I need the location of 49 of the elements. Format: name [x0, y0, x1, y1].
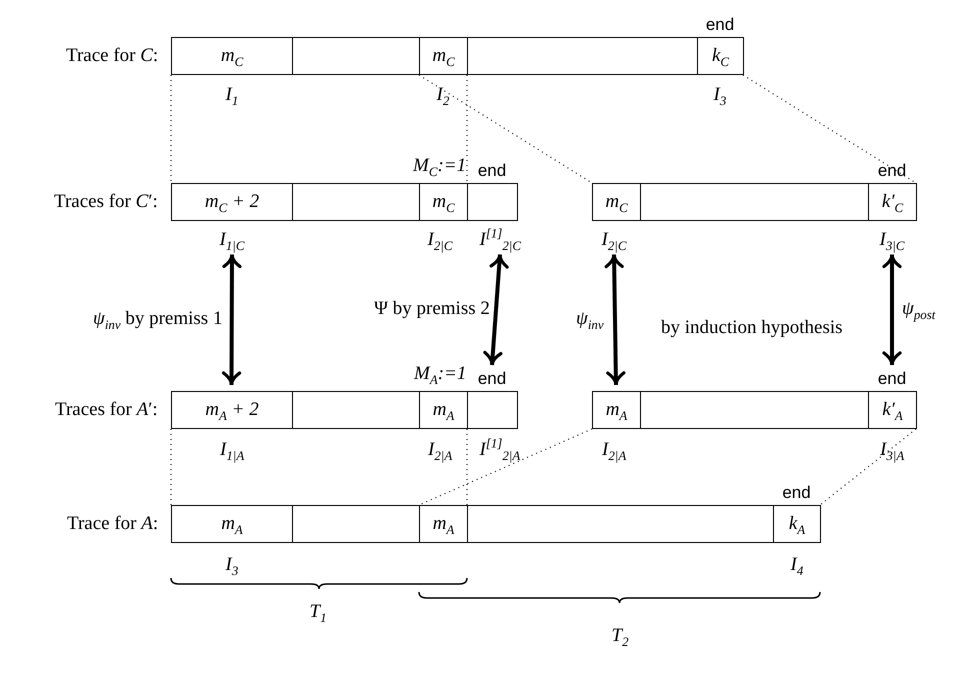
- trace-segment: m$_{C}$: [419, 37, 468, 75]
- math-label: I$_{3}$: [714, 84, 726, 106]
- end-marker-label: end: [478, 161, 506, 181]
- math-label: M$_{A}$:=1: [414, 364, 466, 384]
- trace-segment: m$_{A}$: [592, 391, 641, 429]
- dotted-connector: [418, 74, 592, 184]
- edge-label: Ψ by premiss 2: [372, 298, 492, 322]
- end-marker-label: end: [878, 369, 906, 389]
- annotation-text: by induction hypothesis: [661, 318, 843, 338]
- end-marker-label: end: [478, 369, 506, 389]
- trace-segment: k′$_{C}$: [868, 183, 917, 221]
- end-marker-label: end: [706, 15, 734, 35]
- row-title: Trace for A:: [67, 514, 158, 534]
- dotted-connector: [820, 428, 916, 506]
- edge-label: ψ$_{inv}$ by premiss 1: [91, 308, 224, 332]
- math-label: T$_{2}$: [612, 626, 629, 646]
- end-marker-label: end: [782, 483, 811, 503]
- dotted-connector: [170, 429, 172, 505]
- row-title: Traces for C′:: [54, 192, 158, 212]
- trace-segment: m$_{A}$: [419, 505, 468, 543]
- math-label: I$_{1|A}$: [220, 440, 244, 460]
- trace-segment: k′$_{A}$: [868, 391, 917, 429]
- row-title: Traces for A′:: [55, 400, 158, 420]
- math-label: I$_{2|C}$: [428, 230, 452, 250]
- trace-segment: m$_{A}$: [419, 391, 468, 429]
- trace-segment: m$_{C}$: [592, 183, 641, 221]
- trace-segment: m$_{C}$: [171, 37, 293, 75]
- row-title: Trace for C:: [66, 46, 158, 66]
- math-label: I$_{3|A}$: [880, 440, 904, 460]
- math-label: I$_{2|A}$: [428, 440, 452, 460]
- math-label: I$_{3}$: [226, 554, 238, 576]
- interval-label: I$_{2|C}$: [602, 230, 626, 250]
- trace-segment: m$_{A}$: [171, 505, 293, 543]
- trace-segment: m$_{C}$ + 2: [171, 183, 293, 221]
- dotted-connector: [742, 74, 916, 184]
- interval-label: I$_{3|C}$: [880, 230, 904, 250]
- trace-segment: k$_{A}$: [773, 505, 821, 543]
- interval-label: I$_{1|C}$: [220, 230, 244, 250]
- dotted-connector: [418, 428, 592, 506]
- math-label: M$_{C}$:=1: [413, 156, 466, 176]
- math-label: I$_{4}$: [790, 554, 804, 576]
- end-marker-label: end: [878, 161, 906, 181]
- trace-segment: m$_{C}$: [419, 183, 468, 221]
- trace-segment: k$_{C}$: [697, 37, 744, 75]
- trace-segment: m$_{A}$ + 2: [171, 391, 293, 429]
- math-label: I$_{2}$: [436, 84, 450, 106]
- math-label: I$_{1}$: [226, 84, 238, 106]
- math-label: T$_{1}$: [310, 602, 327, 622]
- math-label: I$_{2|A}$: [602, 440, 626, 460]
